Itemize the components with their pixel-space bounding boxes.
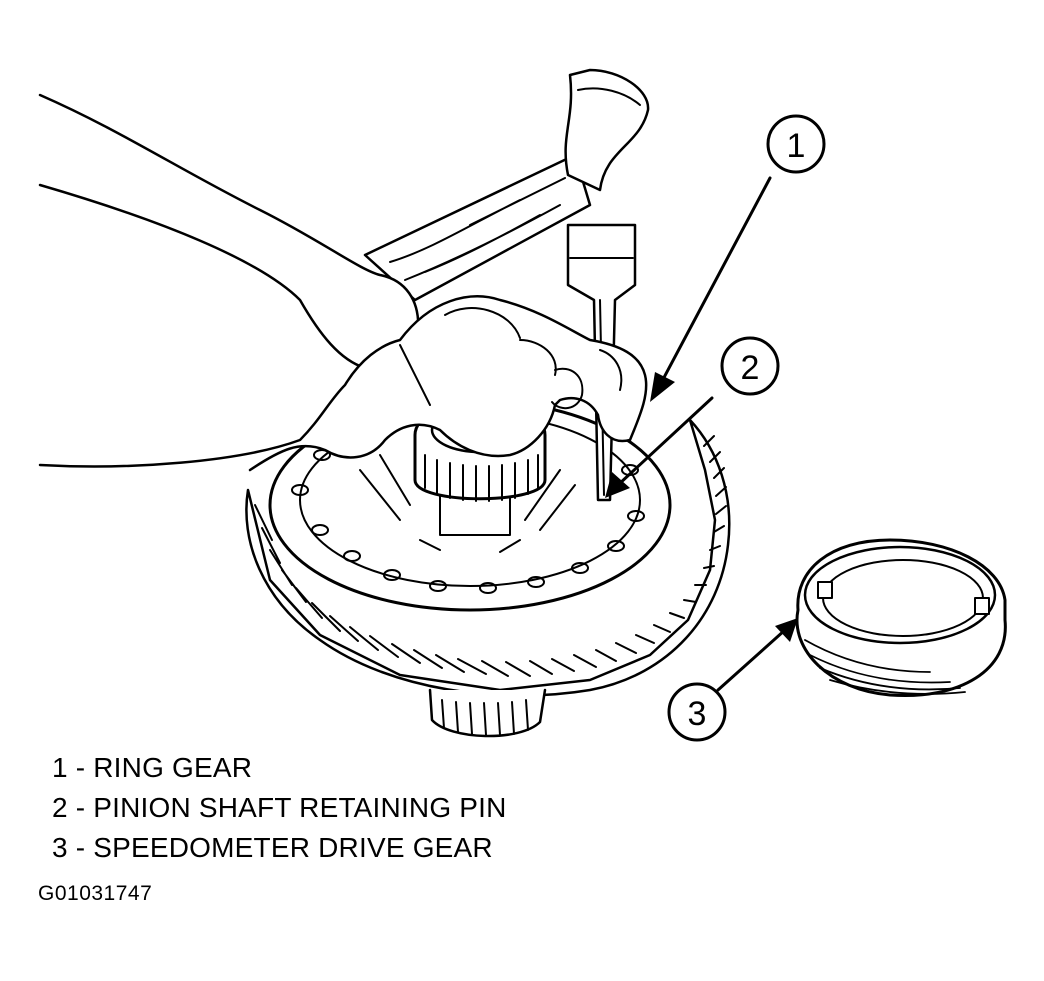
flange-bolt-holes: [291, 449, 645, 594]
callout-2-number: 2: [741, 349, 760, 387]
speedometer-drive-gear: [795, 538, 1007, 698]
gear-drive-tab: [817, 581, 833, 599]
callout-3-leader: [716, 628, 787, 692]
callout-marker-1: 1: [766, 114, 826, 174]
gear-drive-tab-2: [974, 597, 990, 615]
ring-gear-teeth: [245, 418, 731, 697]
callout-1-arrowhead: [650, 372, 675, 402]
legend-item-pinion-shaft-retaining-pin: 2 - PINION SHAFT RETAINING PIN: [52, 792, 507, 823]
hammer-handle: [363, 153, 592, 302]
callout-2-leader: [616, 396, 714, 487]
lower-bearing-rollers: [441, 699, 529, 736]
hand-and-tools: [38, 68, 650, 502]
gear-outer-grooves: [804, 639, 966, 695]
callout-2-arrowhead: [605, 472, 630, 498]
differential-case-web: [359, 454, 576, 553]
legend-item-speedometer-drive-gear: 3 - SPEEDOMETER DRIVE GEAR: [52, 832, 493, 863]
lower-bearing: [428, 688, 547, 738]
lower-hand: [38, 295, 648, 472]
hammer-head: [564, 68, 650, 192]
figure-id: G01031747: [38, 882, 153, 905]
parts-legend: 1 - RING GEAR 2 - PINION SHAFT RETAINING…: [52, 748, 507, 868]
callout-3-arrowhead: [775, 618, 798, 642]
upper-bearing-rollers: [424, 454, 539, 502]
callout-marker-2: 2: [720, 336, 780, 396]
legend-item-ring-gear: 1 - RING GEAR: [52, 752, 253, 783]
wood-grain-lines: [389, 177, 566, 281]
callout-1-number: 1: [787, 127, 806, 165]
callout-1-leader: [658, 176, 772, 387]
callout-marker-3: 3: [667, 682, 727, 742]
upper-hand: [38, 93, 420, 371]
callout-3-number: 3: [688, 695, 707, 733]
ring-gear-tooth-lines: [254, 435, 727, 677]
finger-lines: [399, 307, 623, 410]
callout-arrows: [605, 176, 798, 692]
